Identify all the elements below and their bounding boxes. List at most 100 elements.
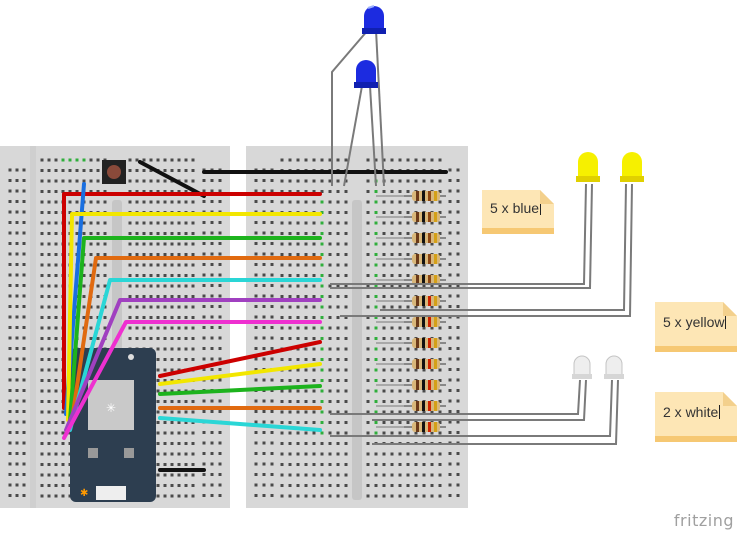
- breadboard-hole: [210, 462, 214, 466]
- breadboard-hole: [374, 473, 378, 477]
- breadboard-hole: [328, 242, 332, 246]
- breadboard-hole: [320, 431, 324, 435]
- breadboard-hole: [270, 273, 274, 277]
- breadboard-hole: [382, 221, 386, 225]
- breadboard-hole: [438, 368, 442, 372]
- breadboard-hole: [328, 347, 332, 351]
- breadboard-hole: [288, 389, 292, 393]
- breadboard-hole: [344, 158, 348, 162]
- breadboard-hole: [8, 494, 12, 497]
- breadboard-hole: [288, 232, 292, 235]
- breadboard-hole: [406, 452, 410, 456]
- breadboard-hole: [382, 158, 386, 162]
- breadboard-hole: [142, 326, 146, 330]
- breadboard-hole: [366, 305, 370, 309]
- breadboard-hole: [430, 263, 434, 267]
- breadboard-hole: [142, 232, 146, 235]
- breadboard-hole: [47, 347, 51, 351]
- breadboard-hole: [191, 494, 195, 498]
- breadboard-hole: [366, 484, 370, 487]
- breadboard-hole: [54, 347, 58, 351]
- breadboard-hole: [344, 316, 348, 319]
- breadboard-hole: [210, 410, 214, 413]
- breadboard-hole: [344, 431, 348, 435]
- breadboard-hole: [296, 421, 300, 424]
- breadboard-hole: [296, 179, 300, 183]
- breadboard-hole: [414, 263, 418, 267]
- breadboard-hole: [128, 253, 132, 256]
- breadboard-hole: [22, 389, 26, 392]
- breadboard-hole: [288, 452, 292, 456]
- breadboard-hole: [296, 463, 300, 466]
- breadboard-hole: [202, 452, 206, 455]
- breadboard-hole: [163, 326, 167, 330]
- breadboard-hole: [47, 463, 51, 466]
- breadboard-hole: [8, 231, 12, 235]
- breadboard-hole: [149, 274, 153, 277]
- breadboard-hole: [270, 189, 274, 193]
- breadboard-hole: [296, 242, 300, 246]
- breadboard-hole: [270, 347, 274, 350]
- breadboard-hole: [40, 305, 44, 309]
- breadboard-hole: [177, 316, 181, 319]
- breadboard-hole: [156, 158, 160, 162]
- breadboard-hole: [170, 431, 174, 435]
- breadboard-hole: [320, 442, 324, 445]
- breadboard-hole: [344, 305, 348, 309]
- breadboard-hole: [344, 337, 348, 340]
- breadboard-hole: [312, 358, 316, 361]
- breadboard-hole: [430, 305, 434, 309]
- breadboard-hole: [398, 295, 402, 298]
- breadboard-hole: [304, 400, 308, 403]
- breadboard-hole: [218, 189, 222, 193]
- breadboard-hole: [61, 190, 65, 193]
- breadboard-hole: [54, 494, 58, 498]
- breadboard-hole: [336, 158, 340, 162]
- breadboard-hole: [218, 473, 222, 476]
- breadboard-hole: [336, 337, 340, 340]
- breadboard-hole: [54, 400, 58, 403]
- breadboard-hole: [456, 462, 460, 466]
- breadboard-hole: [448, 200, 452, 203]
- breadboard-hole: [312, 389, 316, 393]
- breadboard-hole: [366, 263, 370, 267]
- breadboard-hole: [61, 158, 65, 162]
- breadboard-hole: [22, 452, 26, 455]
- breadboard-hole: [366, 295, 370, 298]
- breadboard-hole: [448, 242, 452, 245]
- breadboard-hole: [406, 232, 410, 235]
- breadboard-hole: [163, 347, 167, 351]
- breadboard-hole: [398, 484, 402, 487]
- breadboard-hole: [8, 284, 12, 287]
- breadboard-hole: [54, 358, 58, 361]
- breadboard-hole: [184, 358, 188, 361]
- breadboard-hole: [280, 421, 284, 424]
- breadboard-hole: [202, 221, 206, 224]
- breadboard-hole: [406, 295, 410, 298]
- breadboard-hole: [47, 221, 51, 225]
- breadboard-hole: [202, 462, 206, 466]
- resistor: [404, 359, 446, 369]
- breadboard-hole: [128, 305, 132, 309]
- breadboard-hole: [398, 211, 402, 214]
- resistor-column: [376, 191, 446, 432]
- resistor: [404, 254, 446, 264]
- breadboard-hole: [288, 410, 292, 414]
- breadboard-hole: [191, 295, 195, 298]
- breadboard-hole: [170, 494, 174, 498]
- breadboard-hole: [54, 463, 58, 466]
- breadboard-hole: [312, 463, 316, 466]
- breadboard-hole: [328, 494, 332, 498]
- breadboard-hole: [22, 431, 26, 434]
- breadboard-hole: [390, 263, 394, 267]
- breadboard-hole: [328, 284, 332, 288]
- jumper-wire: [66, 212, 322, 422]
- breadboard-hole: [398, 326, 402, 330]
- breadboard-hole: [296, 337, 300, 340]
- breadboard-hole: [288, 463, 292, 466]
- breadboard-hole: [163, 190, 167, 193]
- breadboard-hole: [374, 368, 378, 372]
- breadboard-hole: [163, 284, 167, 288]
- breadboard-hole: [22, 210, 26, 214]
- breadboard-hole: [47, 379, 51, 382]
